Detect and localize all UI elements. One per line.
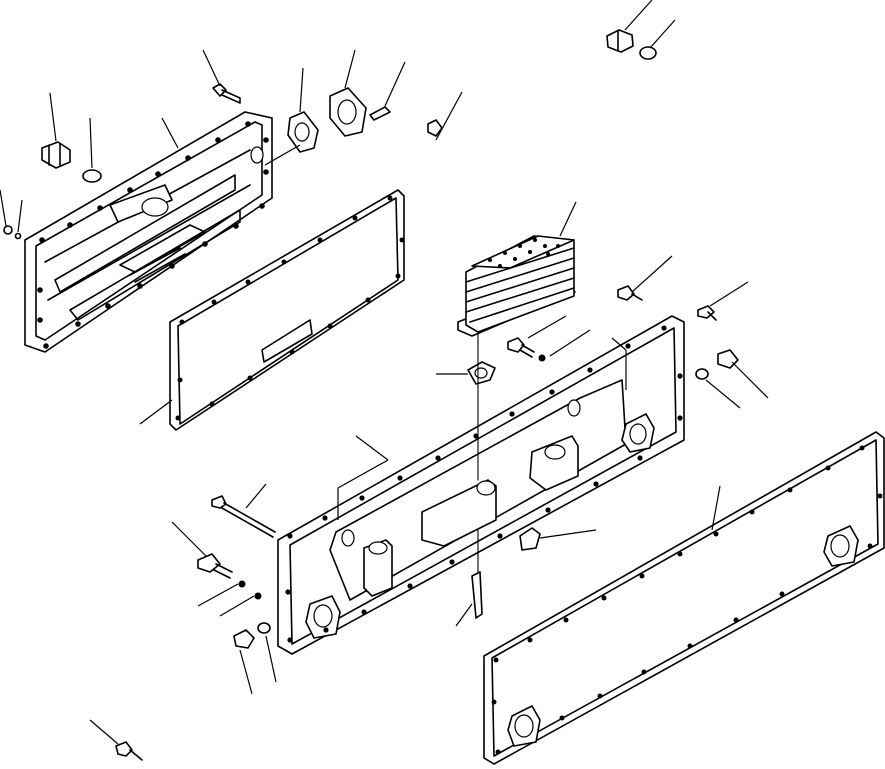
mounting-bolts bbox=[115, 495, 483, 761]
oil-cooler-element bbox=[457, 235, 576, 337]
plug-top-right bbox=[606, 29, 657, 60]
oil-cooler-cover bbox=[24, 111, 273, 353]
small-bolt bbox=[3, 225, 22, 240]
case-gasket bbox=[483, 431, 885, 765]
plug-with-o-ring bbox=[41, 141, 102, 183]
drain-valve bbox=[519, 527, 541, 551]
flange-and-gasket bbox=[287, 87, 391, 153]
element-gasket bbox=[467, 361, 496, 385]
cover-gasket bbox=[169, 189, 405, 431]
element-bolt bbox=[507, 337, 546, 362]
cover-bolt bbox=[212, 83, 241, 104]
oil-cooler-case bbox=[277, 315, 685, 655]
small-fitting bbox=[427, 119, 443, 137]
